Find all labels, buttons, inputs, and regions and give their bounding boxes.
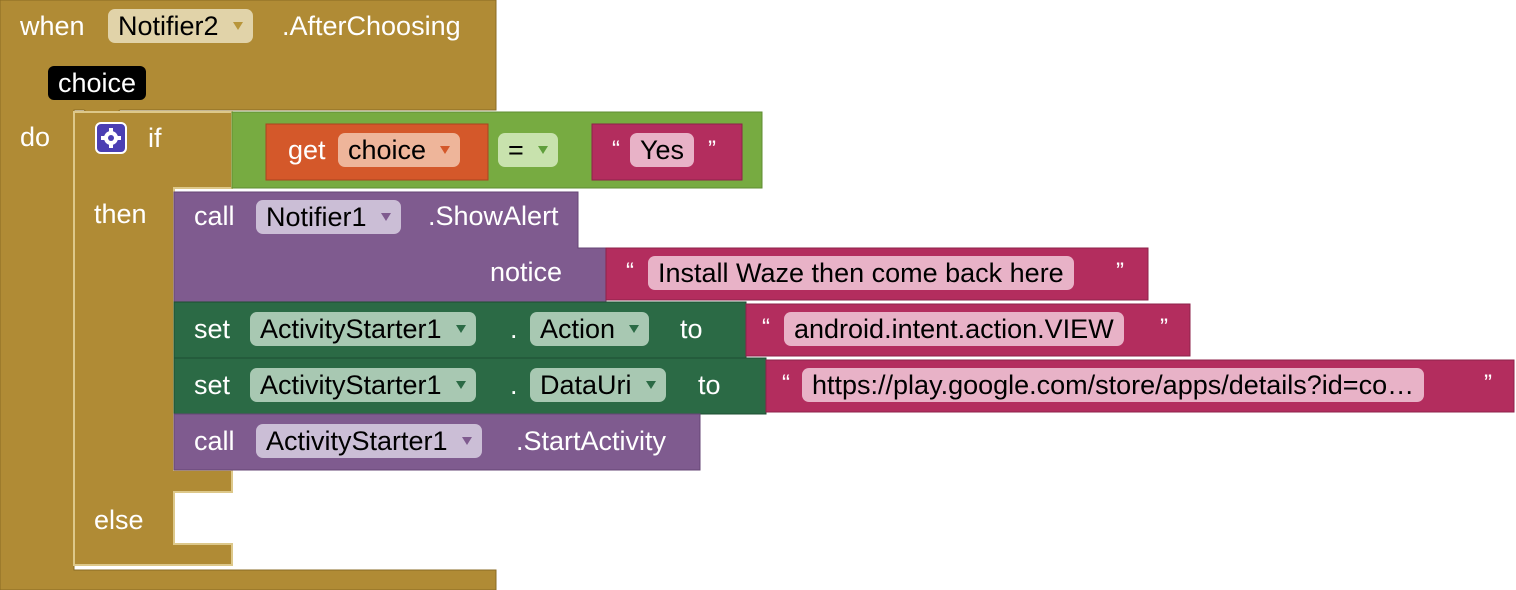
chevron-down-icon (455, 324, 466, 333)
close-quote: ” (1484, 370, 1492, 397)
event-block[interactable] (0, 0, 497, 590)
gear-icon[interactable] (95, 122, 127, 154)
notifier2-dropdown-value: Notifier2 (118, 11, 219, 41)
activitystarter1-dropdown-value: ActivityStarter1 (260, 370, 442, 400)
activitystarter1-dropdown[interactable]: ActivityStarter1 (250, 368, 476, 402)
notice-label: notice (490, 257, 563, 287)
close-quote: ” (1116, 258, 1124, 285)
operator-dropdown-value: = (508, 135, 524, 165)
chevron-down-icon (455, 380, 466, 389)
chevron-down-icon (380, 212, 391, 221)
call-label: call (194, 426, 235, 456)
get-label: get (288, 135, 326, 165)
activitystarter1-dropdown[interactable]: ActivityStarter1 (250, 312, 476, 346)
dot-label: . (510, 370, 518, 400)
event-name-label: .AfterChoosing (282, 11, 461, 41)
to-label: to (698, 370, 721, 400)
notifier1-dropdown-value: Notifier1 (266, 202, 367, 232)
when-label: when (20, 11, 85, 41)
open-quote: “ (762, 314, 770, 341)
to-label: to (680, 314, 703, 344)
dot-label: . (510, 314, 518, 344)
text-field-yes[interactable]: Yes (630, 133, 695, 167)
property-action-value: Action (540, 314, 616, 344)
operator-dropdown[interactable]: = (498, 133, 558, 167)
text-field-notice[interactable]: Install Waze then come back here (648, 256, 1074, 290)
variable-dropdown-value: choice (348, 135, 427, 165)
open-quote: “ (626, 258, 634, 285)
open-quote: “ (612, 136, 620, 163)
property-datauri-dropdown[interactable]: DataUri (530, 368, 666, 402)
do-label: do (20, 122, 51, 152)
property-action-dropdown[interactable]: Action (530, 312, 650, 346)
open-quote: “ (782, 370, 790, 397)
activitystarter1-dropdown-value: ActivityStarter1 (260, 314, 442, 344)
activitystarter1-call-dropdown[interactable]: ActivityStarter1 (256, 424, 482, 458)
chevron-down-icon (232, 21, 243, 30)
param-choice-chip[interactable]: choice (48, 66, 147, 100)
chevron-down-icon (537, 145, 548, 154)
close-quote: ” (708, 136, 716, 163)
text-field-action[interactable]: android.intent.action.VIEW (784, 312, 1124, 346)
set-label: set (194, 370, 231, 400)
method-showalert-label: .ShowAlert (428, 201, 559, 231)
call-label: call (194, 201, 235, 231)
variable-dropdown[interactable]: choice (338, 133, 461, 167)
chevron-down-icon (629, 324, 640, 333)
activitystarter1-call-value: ActivityStarter1 (266, 426, 448, 456)
text-field-datauri[interactable]: https://play.google.com/store/apps/detai… (802, 368, 1425, 402)
else-label: else (94, 505, 144, 535)
method-startactivity-label: .StartActivity (516, 426, 667, 456)
close-quote: ” (1160, 314, 1168, 341)
notifier1-dropdown[interactable]: Notifier1 (256, 200, 401, 234)
notifier2-dropdown[interactable]: Notifier2 (108, 9, 253, 43)
set-label: set (194, 314, 231, 344)
chevron-down-icon (440, 145, 451, 154)
if-label: if (148, 123, 162, 153)
chevron-down-icon (645, 380, 656, 389)
property-datauri-value: DataUri (540, 370, 632, 400)
then-label: then (94, 199, 147, 229)
chevron-down-icon (461, 436, 472, 445)
